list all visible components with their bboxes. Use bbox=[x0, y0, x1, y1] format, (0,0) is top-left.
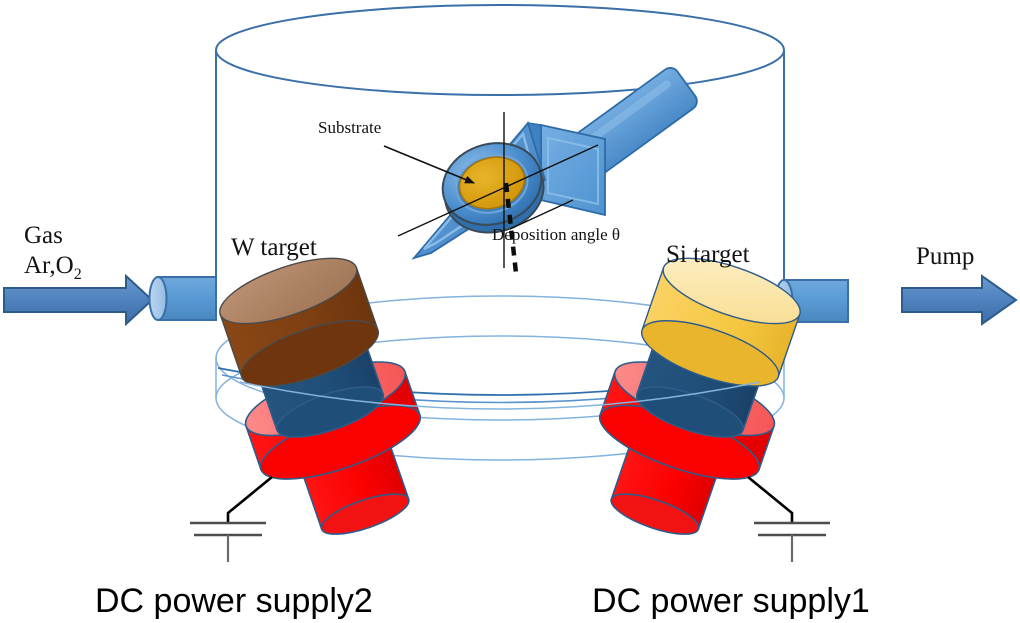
dc-power-supply-2-circuit bbox=[190, 475, 273, 562]
w-target-label: W target bbox=[231, 234, 317, 261]
deposition-angle-label: Deposition angle θ bbox=[492, 225, 620, 244]
si-target-label: Si target bbox=[666, 241, 750, 268]
angle-axes bbox=[397, 112, 599, 274]
chamber-floor-front-overlap bbox=[239, 381, 761, 410]
gas-inlet-port-endcap bbox=[148, 276, 168, 321]
si-target-disc bbox=[640, 257, 801, 387]
pump-label: Pump bbox=[916, 243, 974, 270]
gas-inflow-arrow bbox=[3, 273, 154, 327]
gas-label-subscript: 2 bbox=[74, 266, 82, 283]
chamber-top-rim bbox=[215, 4, 785, 96]
substrate-label: Substrate bbox=[318, 118, 381, 137]
pump-outflow-arrow bbox=[901, 274, 1018, 326]
deposition-angle-leader-line bbox=[509, 199, 574, 230]
gas-inlet-group bbox=[3, 273, 217, 327]
magnetron-right-si-target bbox=[598, 257, 801, 535]
label-leaders bbox=[383, 145, 574, 230]
wire-right-magnetron bbox=[747, 475, 794, 523]
gas-label-line1: Gas bbox=[24, 222, 63, 249]
dc-power-supply-2-label: DC power supply2 bbox=[95, 582, 373, 620]
gas-label-formula: Ar,O bbox=[24, 252, 74, 279]
substrate-plane-axis bbox=[397, 144, 599, 237]
substrate-holder-assembly bbox=[411, 67, 698, 260]
substrate-wafer bbox=[458, 156, 526, 210]
gas-label-line2: Ar,O2 bbox=[24, 252, 82, 283]
dc-power-supply-1-circuit bbox=[747, 475, 830, 562]
w-target-disc bbox=[219, 257, 380, 387]
wire-left-magnetron bbox=[226, 475, 273, 523]
pump-outlet-group bbox=[774, 274, 1018, 326]
substrate-holder-rear-plate bbox=[540, 123, 606, 217]
magnetron-left-w-target bbox=[219, 257, 422, 535]
dc-power-supply-1-label: DC power supply1 bbox=[592, 582, 870, 620]
substrate-leader-line bbox=[383, 145, 475, 184]
